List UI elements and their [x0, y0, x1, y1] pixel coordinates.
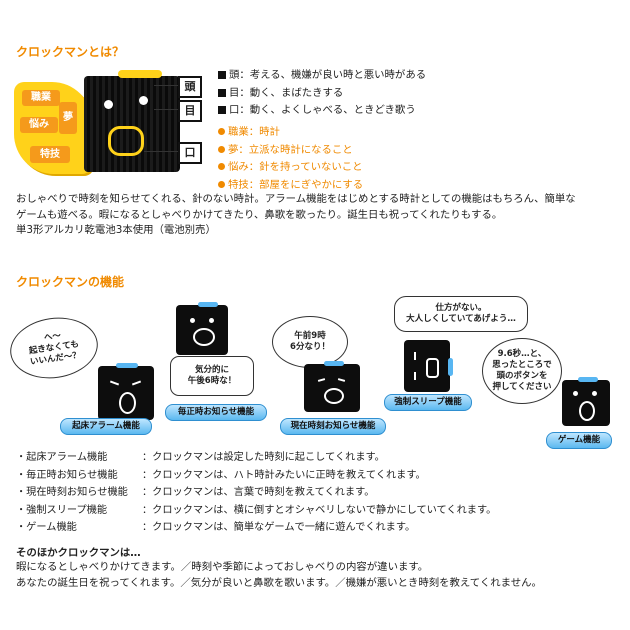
- square-bullet-icon: [218, 71, 226, 79]
- badge-hourly: 毎正時お知らせ機能: [165, 404, 267, 421]
- section-title-functions: クロックマンの機能: [16, 275, 125, 289]
- profile-list: 職業：時計 夢：立派な時計になること 悩み：針を持っていないこと 特技：部屋をに…: [218, 124, 623, 194]
- list-item: 頭：考える、機嫌が良い時と悪い時がある: [218, 67, 623, 85]
- speech-bubble-game: 9.6秒…と、 思ったところで 頭のボタンを 押してください: [482, 338, 562, 404]
- square-bullet-icon: [218, 106, 226, 114]
- list-item: 悩み：針を持っていないこと: [218, 159, 623, 177]
- list-item: ・強制スリープ機能：クロックマンは、横に倒すとオシャベリしないで静かにしていてく…: [16, 504, 497, 516]
- list-item: 目：動く、まばたきする: [218, 85, 623, 103]
- list-item: ・毎正時お知らせ機能：クロックマンは、ハト時計みたいに正時を教えてくれます。: [16, 469, 426, 481]
- other-features: 暇になるとしゃべりかけてきます。／時刻や季節によっておしゃべりの内容が違います。…: [16, 561, 542, 589]
- dot-bullet-icon: [218, 128, 225, 135]
- tag-dream: 夢: [59, 102, 77, 134]
- right-eye: [139, 96, 148, 105]
- clockman-game: [562, 377, 610, 426]
- head-button: [118, 70, 162, 78]
- list-item: 口：動く、よくしゃべる、ときどき歌う: [218, 102, 623, 120]
- list-item: ・現在時刻お知らせ機能：クロックマンは、言葉で時刻を教えてくれます。: [16, 487, 375, 498]
- left-eye: [104, 100, 113, 109]
- product-description: おしゃべりで時刻を知らせてくれる、針のない時計。アラーム機能をはじめとする時計と…: [16, 193, 576, 236]
- tag-worry: 悩み: [20, 117, 58, 133]
- speech-bubble-wake: へ～ 起きなくても いいんだ～？: [6, 312, 102, 384]
- speech-bubble-hourly: 気分的に 午後6時な！: [170, 356, 254, 396]
- list-item: 夢：立派な時計になること: [218, 142, 623, 160]
- dot-bullet-icon: [218, 163, 225, 170]
- callout-head: 頭: [178, 76, 202, 98]
- tag-job: 職業: [22, 90, 60, 106]
- section-title-about: クロックマンとは？: [16, 45, 125, 59]
- clockman-hourly: [176, 302, 228, 355]
- badge-sleep: 強制スリープ機能: [384, 394, 472, 411]
- dot-bullet-icon: [218, 145, 225, 153]
- list-item: ・ゲーム機能：クロックマンは、簡単なゲームで一緒に遊んでくれます。: [16, 522, 416, 533]
- badge-current-time: 現在時刻お知らせ機能: [280, 418, 386, 435]
- callout-mouth: 口: [178, 142, 202, 164]
- clockman-wake: [98, 363, 154, 420]
- list-item: 特技：部屋をにぎやかにする: [218, 177, 623, 195]
- clockman-sleep: [404, 340, 453, 392]
- mouth: [108, 126, 144, 156]
- badge-wake-alarm: 起床アラーム機能: [60, 418, 152, 435]
- other-title: そのほかクロックマンは…: [16, 547, 141, 559]
- functions-list: ・起床アラーム機能：クロックマンは設定した時刻に起こしてくれます。 ・毎正時お知…: [16, 449, 624, 537]
- dot-bullet-icon: [218, 180, 225, 188]
- square-bullet-icon: [218, 88, 226, 97]
- list-item: 職業：時計: [218, 124, 623, 142]
- clockman-illustration: 職業 夢 悩み 特技 頭 目 口: [14, 62, 204, 174]
- speech-bubble-current: 午前9時 6分なり！: [272, 316, 348, 368]
- list-item: ・起床アラーム機能：クロックマンは設定した時刻に起こしてくれます。: [16, 452, 385, 463]
- speech-bubble-sleep: 仕方がない。 大人しくしていてあげよう…: [394, 296, 528, 332]
- clockman-current: [304, 361, 360, 412]
- callout-eye: 目: [178, 100, 202, 122]
- tag-skill: 特技: [30, 146, 70, 163]
- badge-game: ゲーム機能: [546, 432, 612, 449]
- clockman-body: [84, 76, 180, 172]
- parts-list: 頭：考える、機嫌が良い時と悪い時がある 目：動く、まばたきする 口：動く、よくし…: [218, 67, 623, 120]
